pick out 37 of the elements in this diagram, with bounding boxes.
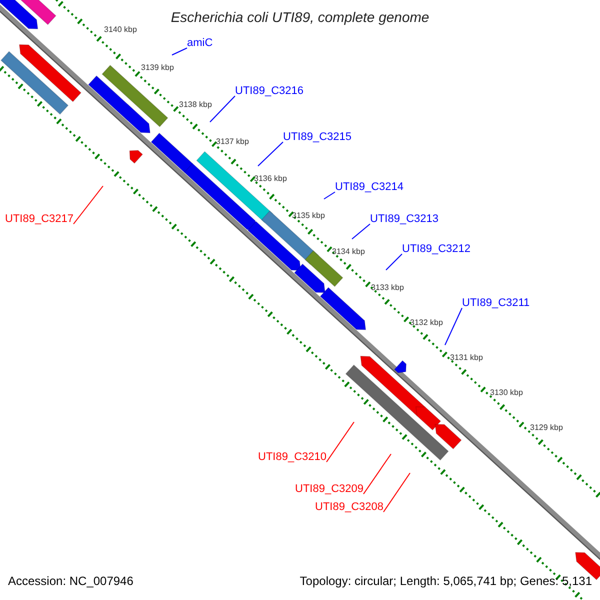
leader-line <box>73 186 104 224</box>
tick-label: 3134 kbp <box>332 247 365 257</box>
gene-label: UTI89_C3211 <box>462 297 530 310</box>
leader-line <box>258 142 284 166</box>
tick-label: 3138 kbp <box>179 100 212 110</box>
tick-label: 3135 kbp <box>292 211 325 221</box>
footer-text: Topology: circular; Length: 5,065,741 bp; Genes: 5,131 <box>300 574 592 588</box>
tick-label: 3131 kbp <box>450 353 483 363</box>
tick-label: 3132 kbp <box>410 318 443 328</box>
gene-label: UTI89_C3212 <box>402 243 470 256</box>
tick-label: 3139 kbp <box>141 63 174 73</box>
gene-label: UTI89_C3208 <box>315 501 384 514</box>
tick-label: 3140 kbp <box>104 25 137 35</box>
tick-label: 3133 kbp <box>371 283 404 293</box>
tick-label: 3129 kbp <box>530 423 563 433</box>
gene-label: UTI89_C3210 <box>258 451 326 464</box>
gene-label: UTI89_C3209 <box>295 483 364 496</box>
leader-line <box>352 224 370 240</box>
tick-label: 3130 kbp <box>490 388 523 398</box>
leader-line <box>172 48 188 56</box>
leader-line <box>444 308 462 346</box>
gene-label: amiC <box>187 37 213 50</box>
gene-label: UTI89_C3215 <box>283 131 352 144</box>
leader-line <box>383 472 410 512</box>
gene-label: UTI89_C3217 <box>5 213 74 226</box>
leader-line <box>326 422 354 462</box>
tick-label: 3137 kbp <box>216 137 249 147</box>
leader-line <box>363 454 392 494</box>
tick-label: 3136 kbp <box>254 174 287 184</box>
map-title: Escherichia coli UTI89, complete genome <box>170 9 430 25</box>
gene-label: UTI89_C3216 <box>235 85 304 98</box>
footer-text: Accession: NC_007946 <box>8 574 134 588</box>
leader-line <box>210 96 236 122</box>
gene-label: UTI89_C3214 <box>335 181 404 194</box>
leader-line <box>324 192 336 200</box>
gene-label: UTI89_C3213 <box>370 213 438 226</box>
leader-line <box>386 254 402 270</box>
